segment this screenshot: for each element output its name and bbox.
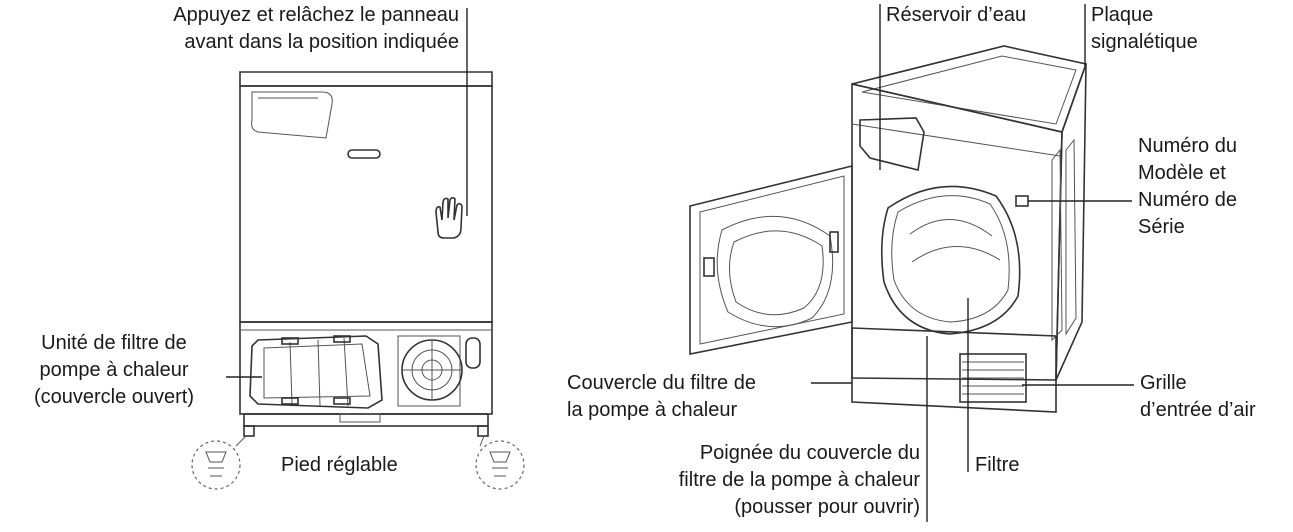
label-adjustable-foot: Pied réglable bbox=[281, 454, 398, 476]
label-heat-pump-filter-unit: Unité de filtre de pompe à chaleur (couv… bbox=[33, 332, 195, 408]
label-rating-plate: Plaque signalétique bbox=[1091, 4, 1198, 53]
label-air-inlet-grille: Grille d’entrée d’air bbox=[1140, 372, 1256, 421]
label-filter-cover-handle: Poignée du couvercle du filtre de la pom… bbox=[678, 442, 920, 518]
label-press-panel: Appuyez et relâchez le panneau avant dan… bbox=[173, 4, 459, 53]
dryer-perspective-view bbox=[689, 45, 1088, 413]
label-model-serial-number: Numéro du Modèle et Numéro de Série bbox=[1138, 135, 1237, 238]
label-water-tank: Réservoir d’eau bbox=[886, 4, 1027, 26]
label-filter: Filtre bbox=[975, 454, 1020, 476]
label-filter-cover: Couvercle du filtre de la pompe à chaleu… bbox=[567, 372, 756, 421]
dryer-front-view bbox=[191, 71, 525, 490]
air-inlet-grille-shape bbox=[959, 353, 1027, 403]
